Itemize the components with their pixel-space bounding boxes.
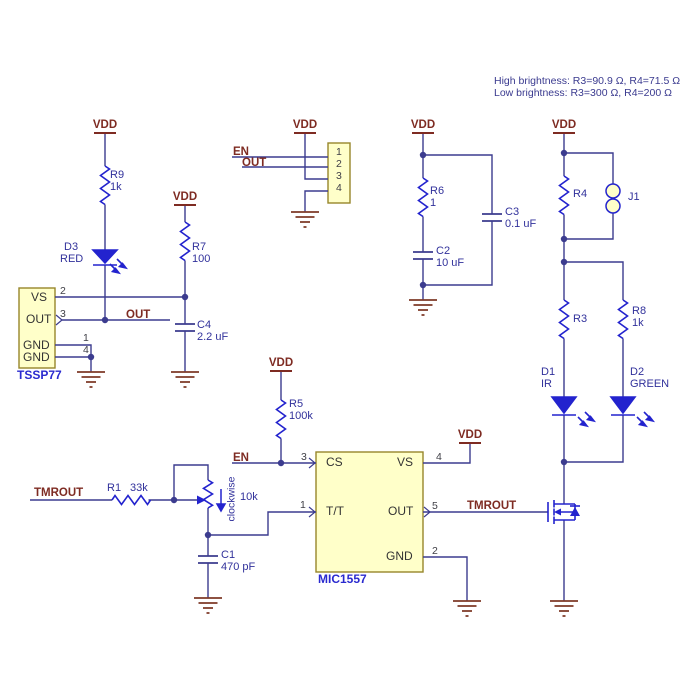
r5-ref: R5 bbox=[289, 398, 304, 410]
resistor-r1 bbox=[111, 494, 152, 506]
capacitor-c3 bbox=[482, 213, 502, 222]
capacitor-c4 bbox=[175, 323, 195, 332]
led-d1 bbox=[550, 396, 597, 428]
resistor-r4 bbox=[558, 175, 570, 216]
r7-value: 100 bbox=[192, 253, 211, 265]
tssp-pin-vs: VS bbox=[31, 290, 48, 304]
resistor-r9 bbox=[99, 165, 111, 206]
pin-arrows bbox=[55, 314, 431, 518]
net-label-out: OUT bbox=[126, 309, 151, 321]
vdd-label: VDD bbox=[172, 191, 198, 203]
vdd-label: VDD bbox=[551, 119, 577, 131]
net-label-en: EN bbox=[233, 452, 249, 464]
vdd-label: VDD bbox=[92, 119, 118, 131]
tssp-pin-gnd2: GND bbox=[23, 350, 50, 364]
d1-ref: D1 bbox=[541, 366, 556, 378]
tssp-pinnum-2: 2 bbox=[60, 285, 66, 297]
mosfet-symbol bbox=[547, 500, 580, 524]
clockwise-arrow-icon bbox=[215, 489, 227, 513]
r1-value: 33k bbox=[130, 482, 148, 494]
net-label-tmrout: TMROUT bbox=[34, 487, 84, 499]
vdd-label: VDD bbox=[457, 429, 483, 441]
mic-pin-vs: VS bbox=[397, 455, 414, 469]
tssp-pinnum-3: 3 bbox=[60, 308, 66, 320]
mic-name: MIC1557 bbox=[318, 572, 367, 586]
c4-value: 2.2 uF bbox=[197, 331, 229, 343]
pot-clockwise-annotation: clockwise bbox=[225, 476, 238, 522]
header-pin-2: 2 bbox=[336, 158, 342, 170]
pot-wiper-arrow bbox=[197, 495, 206, 505]
r9-ref: R9 bbox=[110, 169, 125, 181]
j1-ref: J1 bbox=[628, 191, 640, 203]
net-label-tmrout: TMROUT bbox=[467, 500, 517, 512]
tssp-pin-gnd1: GND bbox=[23, 338, 50, 352]
tssp-name: TSSP77 bbox=[17, 368, 62, 382]
mic-pinnum-5: 5 bbox=[432, 500, 438, 512]
capacitor-c2 bbox=[413, 251, 433, 260]
vdd-label: VDD bbox=[292, 119, 318, 131]
resistor-r7 bbox=[179, 221, 191, 262]
wires bbox=[30, 133, 624, 601]
resistor-r6 bbox=[417, 177, 429, 218]
c2-ref: C2 bbox=[436, 245, 451, 257]
r9-value: 1k bbox=[110, 181, 122, 193]
d3-value: RED bbox=[60, 253, 84, 265]
net-label-en: EN bbox=[233, 146, 249, 158]
tssp-pinnum-1: 1 bbox=[83, 332, 89, 344]
r5-value: 100k bbox=[289, 410, 313, 422]
r6-value: 1 bbox=[430, 197, 437, 209]
vdd-label: VDD bbox=[410, 119, 436, 131]
r4-ref: R4 bbox=[573, 188, 588, 200]
potentiometer-10k bbox=[201, 479, 215, 509]
mic-pin-tt: T/T bbox=[326, 504, 344, 518]
tssp-pinnum-4: 4 bbox=[83, 344, 89, 356]
ground-symbols bbox=[77, 211, 578, 617]
r7-ref: R7 bbox=[192, 241, 207, 253]
mic-pin-gnd: GND bbox=[386, 549, 413, 563]
mic-pin-out: OUT bbox=[388, 504, 414, 518]
vdd-bars bbox=[94, 132, 575, 444]
c2-value: 10 uF bbox=[436, 257, 465, 269]
pot-value: 10k bbox=[240, 491, 258, 503]
tssp77-box bbox=[18, 287, 56, 369]
mic-pinnum-2: 2 bbox=[432, 545, 438, 557]
brightness-note-line2: Low brightness: R3=300 Ω, R4=200 Ω bbox=[494, 87, 672, 99]
led-d3 bbox=[91, 249, 129, 275]
mic-pinnum-3: 3 bbox=[301, 451, 307, 463]
d1-value: IR bbox=[541, 378, 552, 390]
r8-value: 1k bbox=[632, 317, 644, 329]
c1-value: 470 pF bbox=[221, 561, 256, 573]
resistor-r5 bbox=[275, 399, 287, 440]
mic-pinnum-4: 4 bbox=[436, 451, 442, 463]
header-pin-3: 3 bbox=[336, 170, 342, 182]
header-pin-4: 4 bbox=[336, 182, 342, 194]
d2-value: GREEN bbox=[630, 378, 670, 390]
header-connector-box bbox=[327, 142, 351, 204]
c4-ref: C4 bbox=[197, 319, 212, 331]
c3-value: 0.1 uF bbox=[505, 218, 537, 230]
d2-ref: D2 bbox=[630, 366, 645, 378]
d3-ref: D3 bbox=[64, 241, 79, 253]
junction-dots bbox=[87, 149, 568, 539]
led-d2 bbox=[609, 396, 656, 428]
jumper-j1 bbox=[605, 183, 621, 214]
net-label-out: OUT bbox=[242, 157, 267, 169]
mic-pin-cs: CS bbox=[326, 455, 343, 469]
resistor-r3 bbox=[558, 299, 570, 340]
tssp-pin-out: OUT bbox=[26, 312, 52, 326]
vdd-label: VDD bbox=[268, 357, 294, 369]
header-pin-1: 1 bbox=[336, 146, 342, 158]
resistor-r8 bbox=[617, 299, 629, 340]
r3-ref: R3 bbox=[573, 313, 588, 325]
mic1557-box bbox=[315, 451, 424, 573]
r8-ref: R8 bbox=[632, 305, 647, 317]
mic-pinnum-1: 1 bbox=[300, 499, 306, 511]
brightness-note-line1: High brightness: R3=90.9 Ω, R4=71.5 Ω bbox=[494, 75, 681, 87]
c1-ref: C1 bbox=[221, 549, 236, 561]
c3-ref: C3 bbox=[505, 206, 520, 218]
capacitor-c1 bbox=[198, 555, 218, 564]
r1-ref: R1 bbox=[107, 482, 122, 494]
r6-ref: R6 bbox=[430, 185, 445, 197]
